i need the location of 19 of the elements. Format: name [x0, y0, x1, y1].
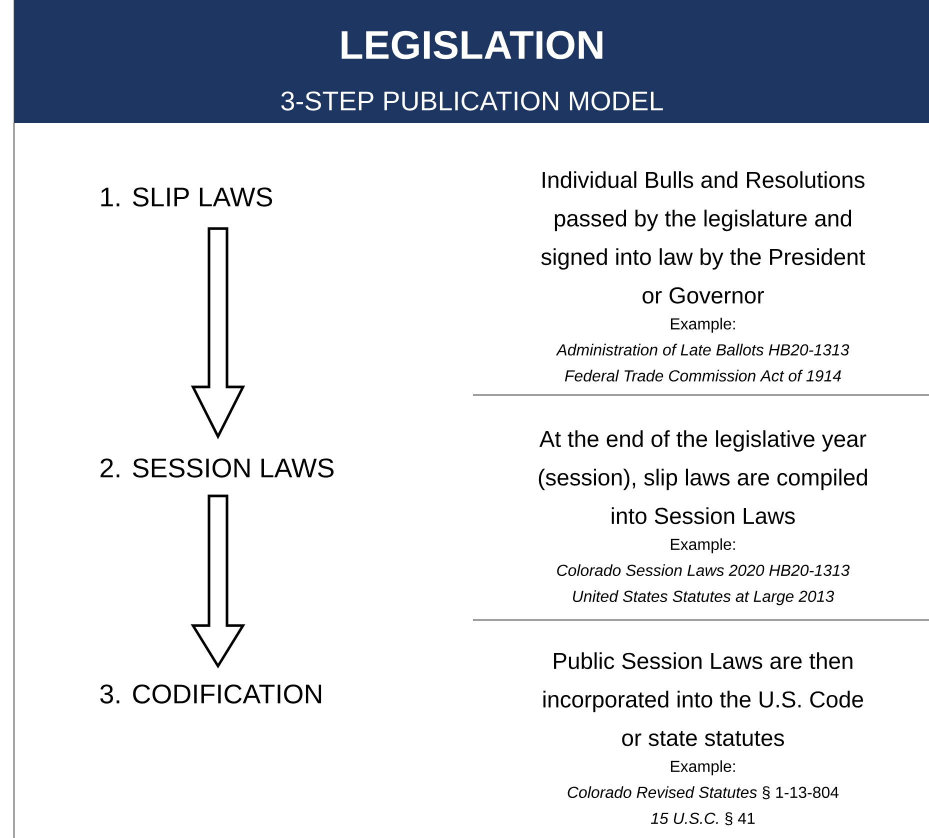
title: LEGISLATION: [342, 30, 602, 60]
step-heading: 3. CODIFICATION: [100, 684, 322, 704]
block-arrow: [190, 494, 246, 669]
description-text: At the end of the legislative year (session), slip laws are compiled into Session Laws: [538, 430, 867, 524]
example-heading: Example:: [670, 760, 735, 776]
description-text: Public Session Laws are then incorporated into the U.S. Code or state statutes: [543, 652, 864, 746]
description-text: Individual Bulls and Resolutions passed by the legislature and signed into law by the President or Governor: [541, 171, 866, 304]
example-text: Colorado Session Laws 2020 HB20-1313: [557, 564, 850, 576]
example-heading: Example:: [670, 318, 735, 333]
example-text: United States Statutes at Large 2013: [573, 590, 834, 606]
step-heading: 1. SLIP LAWS: [101, 187, 272, 207]
example-text: 15 U.S.C. § 41: [650, 812, 755, 826]
example-text: Administration of Late Ballots HB20-1313: [556, 344, 850, 356]
step-heading: 2. SESSION LAWS: [100, 458, 334, 478]
block-arrow: [190, 227, 246, 440]
example-text: Colorado Revised Statutes § 1-13-804: [568, 786, 839, 800]
example-heading: Example:: [670, 538, 735, 554]
subtitle: 3-STEP PUBLICATION MODEL: [281, 91, 663, 111]
example-text: Federal Trade Commission Act of 1914: [564, 370, 841, 382]
